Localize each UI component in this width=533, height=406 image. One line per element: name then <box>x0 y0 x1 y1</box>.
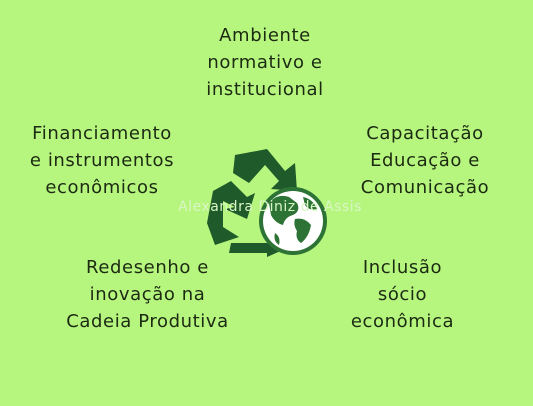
node-line: Redesenho e <box>86 257 209 278</box>
node-line: Cadeia Produtiva <box>66 311 229 332</box>
node-inclusao: Inclusão sócio econômica <box>330 254 475 335</box>
node-capacitacao: Capacitação Educação e Comunicação <box>345 120 505 201</box>
watermark: Alexandra Diniz de Assis <box>178 199 362 215</box>
node-line: Ambiente <box>219 25 311 46</box>
node-line: institucional <box>206 79 324 100</box>
node-redesenho: Redesenho e inovação na Cadeia Produtiva <box>45 254 250 335</box>
recycle-globe-icon <box>207 149 327 257</box>
node-line: e instrumentos <box>29 150 175 171</box>
node-line: Educação e <box>370 150 480 171</box>
node-line: Comunicação <box>360 177 490 198</box>
node-line: Financiamento <box>32 123 172 144</box>
node-line: econômica <box>350 311 455 332</box>
node-line: inovação na <box>89 284 206 305</box>
node-line: econômicos <box>45 177 159 198</box>
node-line: Capacitação <box>366 123 484 144</box>
globe-icon <box>259 187 327 255</box>
node-line: normativo e <box>207 52 323 73</box>
node-line: Inclusão <box>362 257 443 278</box>
node-line: sócio <box>377 284 428 305</box>
node-financiamento: Financiamento e instrumentos econômicos <box>12 120 192 201</box>
node-ambiente-normativo: Ambiente normativo e institucional <box>165 22 365 103</box>
